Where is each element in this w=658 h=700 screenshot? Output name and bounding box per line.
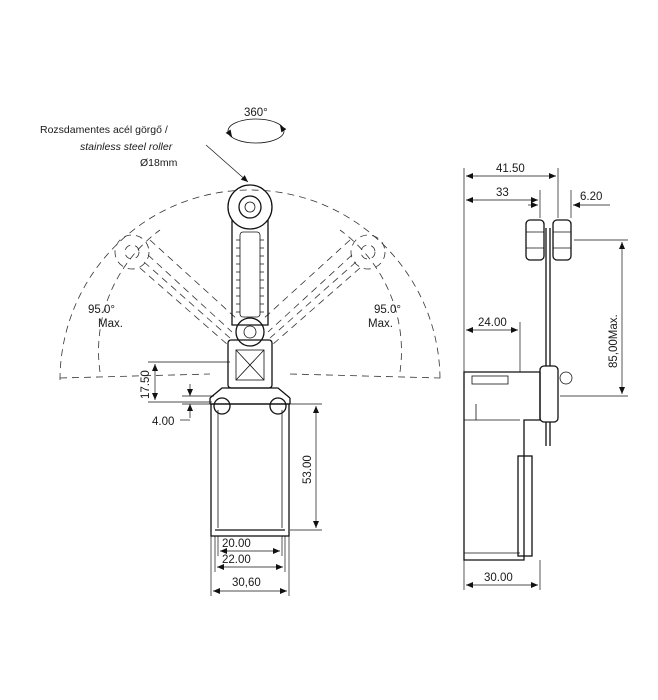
switch-body-side — [463, 371, 541, 561]
lever-arm — [227, 184, 273, 326]
dim-4-00-label: 4.00 — [152, 416, 174, 428]
side-view: 41.50 33 6.20 24.00 85,00Max. — [463, 163, 628, 590]
dim-33 — [466, 190, 541, 218]
dim-53-00-label: 53.00 — [302, 455, 314, 484]
dim-30-00 — [463, 560, 541, 590]
dim-30-60-label: 30,60 — [232, 577, 261, 589]
dim-17-50-label: 17.50 — [140, 370, 152, 399]
swing-arc — [59, 189, 441, 381]
front-view: 360° Rozsdamentes acél görgő / stainless… — [40, 107, 441, 596]
dim-41-50 — [463, 168, 559, 372]
dim-85-00 — [560, 239, 628, 397]
rotation-symbol — [225, 118, 287, 144]
dim-6-20 — [528, 190, 610, 218]
note-line-2: stainless steel roller — [80, 141, 173, 153]
dim-30-00-label: 30.00 — [484, 572, 513, 584]
rotation-label: 360° — [244, 107, 268, 119]
switch-head — [209, 317, 291, 415]
dim-24-00 — [466, 322, 521, 372]
inner-arc-left — [98, 229, 161, 373]
angle-left-value: 95.0° — [88, 304, 115, 316]
actuator-side — [525, 219, 573, 446]
note-line-1: Rozsdamentes acél görgő / — [40, 124, 168, 136]
note-leader — [205, 144, 249, 183]
angle-left-max: Max. — [98, 318, 123, 330]
dim-4-00 — [180, 384, 214, 421]
swing-baseline-left — [59, 373, 211, 379]
dim-22-00-label: 22.00 — [222, 554, 251, 566]
dim-53-00 — [290, 403, 322, 531]
angle-right-value: 95.0° — [374, 304, 401, 316]
lever-right-position — [261, 234, 386, 346]
dim-6-20-label: 6.20 — [580, 191, 602, 203]
dim-20-00-label: 20.00 — [222, 538, 251, 550]
dim-bottom-extensions — [210, 536, 290, 596]
switch-body-front — [210, 403, 290, 537]
angle-right-max: Max. — [368, 318, 393, 330]
lever-left-position — [114, 234, 239, 346]
inner-arc-right — [339, 229, 402, 373]
dim-24-00-label: 24.00 — [478, 317, 507, 329]
dim-33-label: 33 — [496, 187, 509, 199]
dim-85-00-label: 85,00Max. — [608, 314, 620, 368]
dim-17-50 — [148, 361, 230, 403]
swing-baseline-right — [289, 373, 441, 379]
note-line-3: Ø18mm — [140, 157, 178, 169]
dim-41-50-label: 41.50 — [496, 163, 525, 175]
